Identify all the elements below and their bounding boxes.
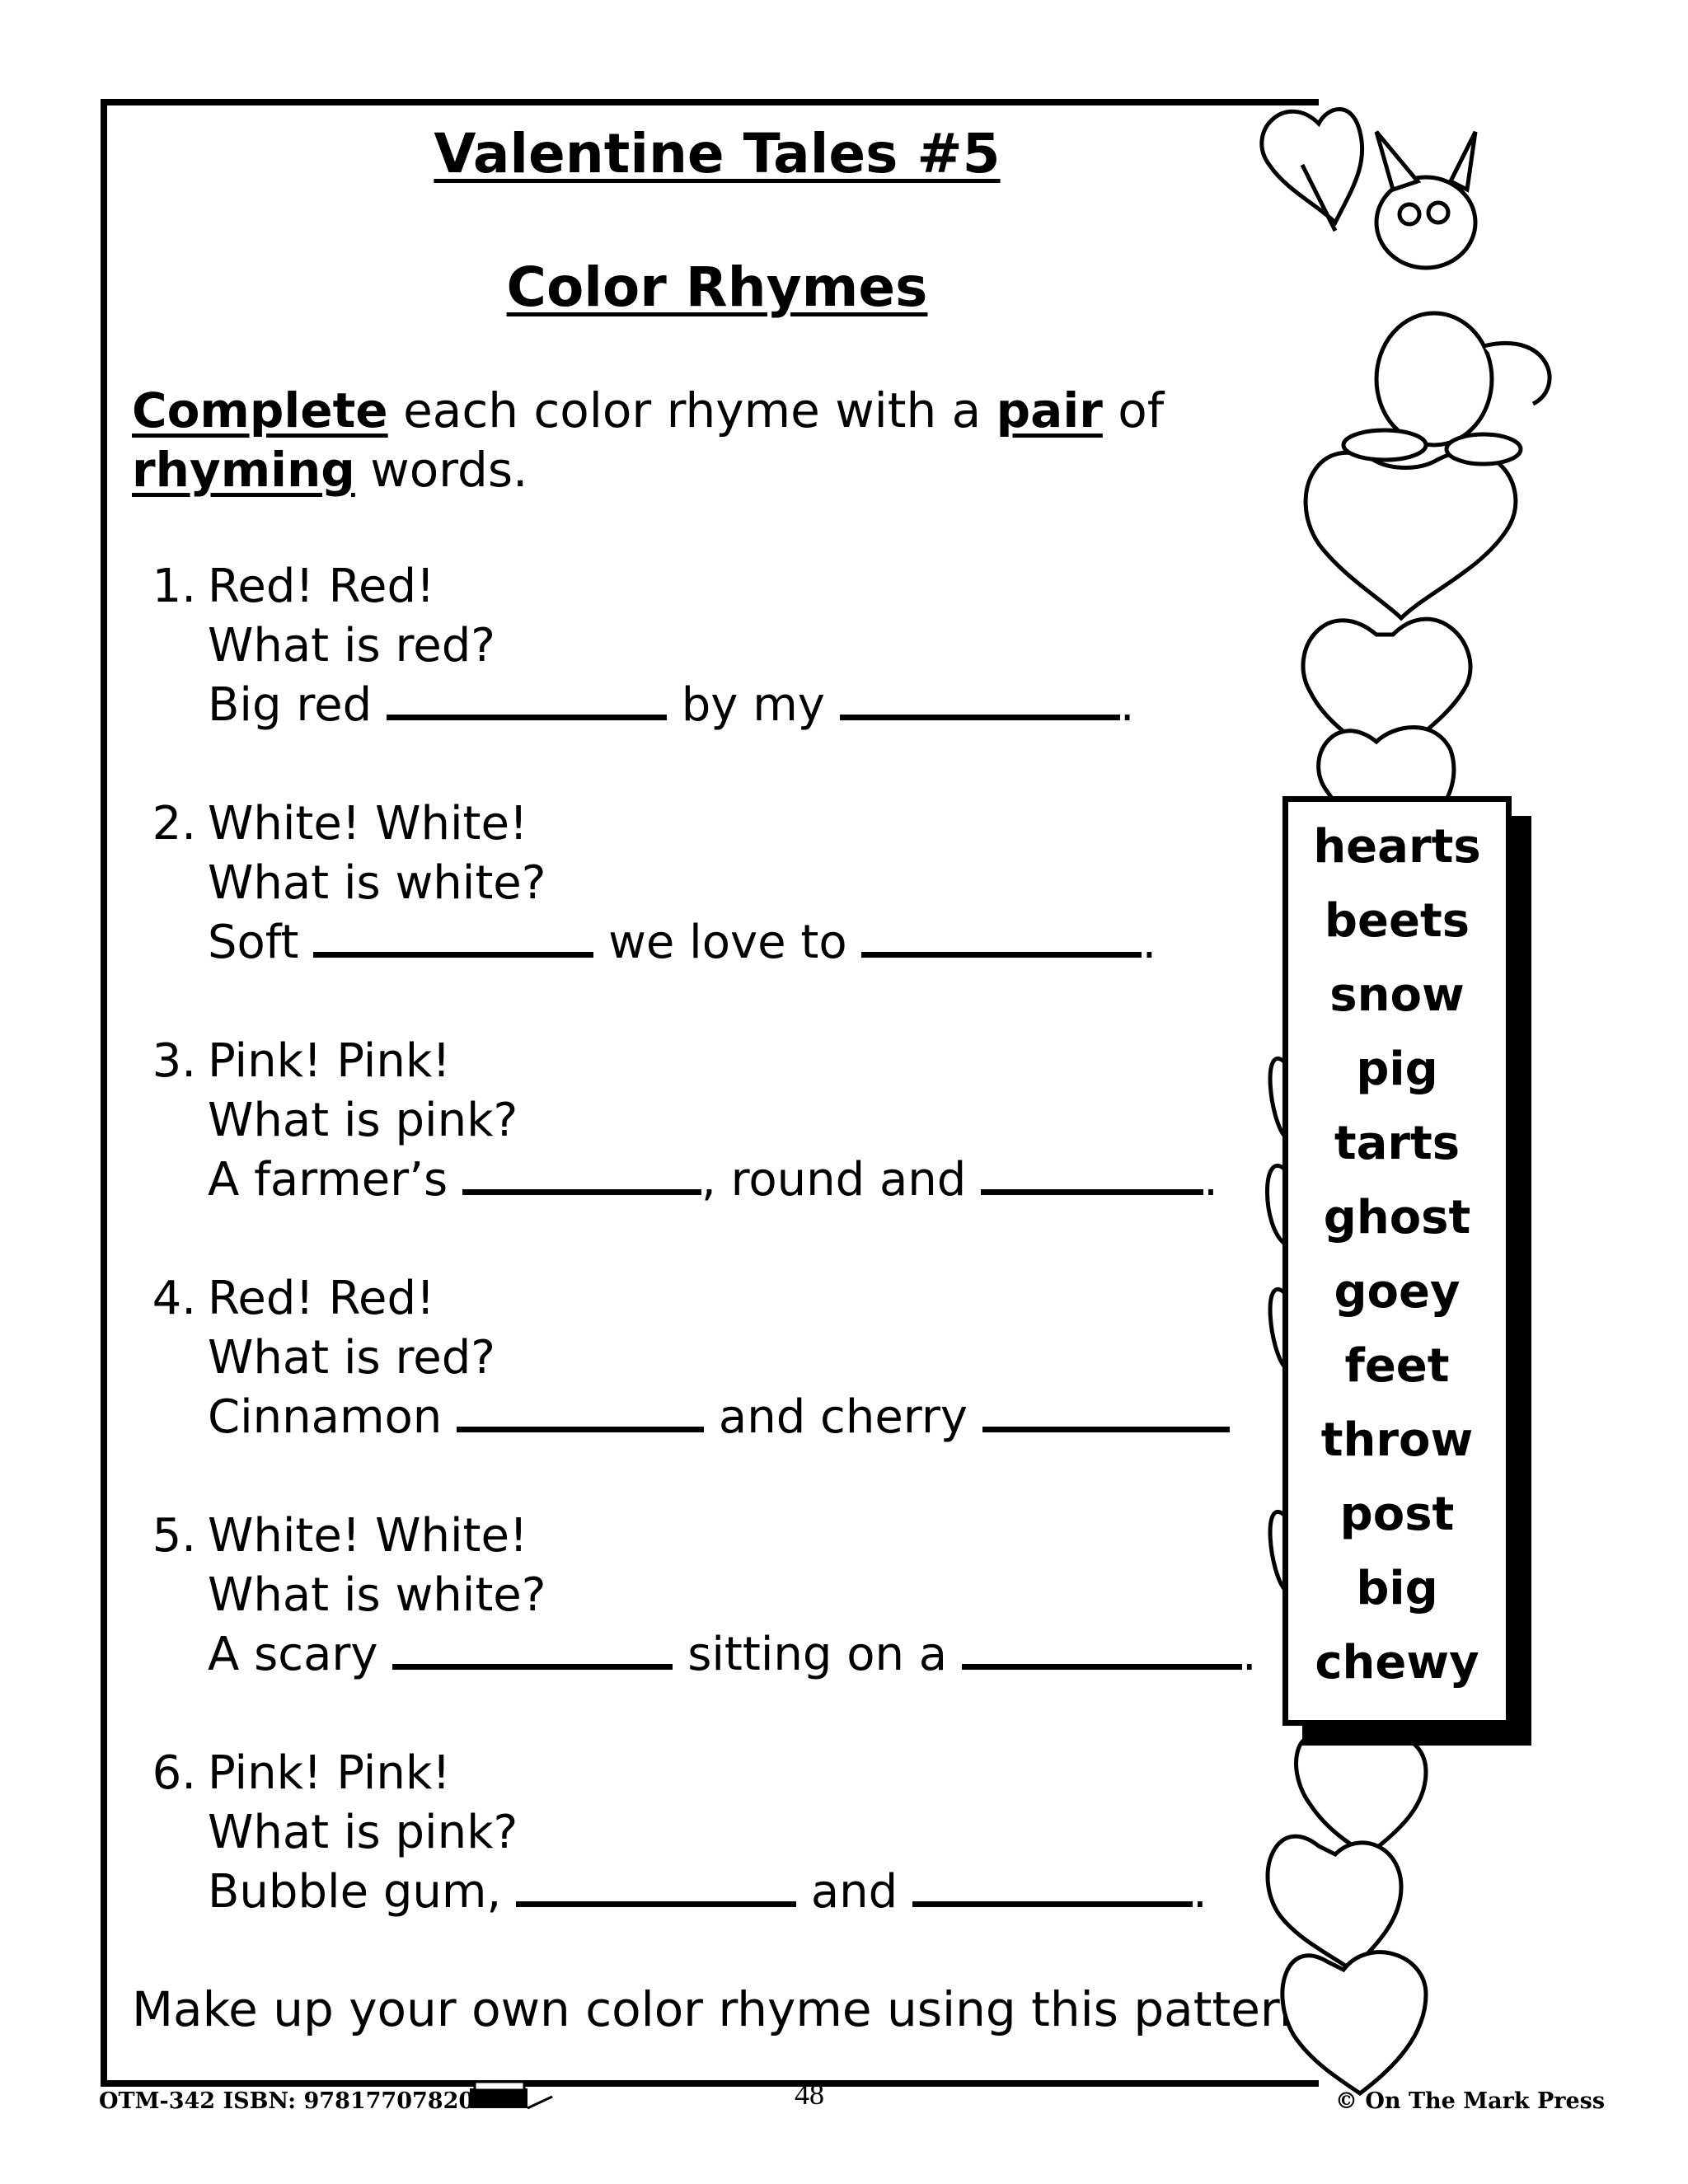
word-bank-item: ghost xyxy=(1323,1191,1471,1244)
keyword-complete: Complete xyxy=(132,382,388,438)
answer-blank[interactable] xyxy=(392,1628,673,1670)
instructions: Complete each color rhyme with a pair of… xyxy=(132,382,1165,498)
footer-isbn: OTM-342 ISBN: 9781770782075 xyxy=(99,2088,505,2114)
word-bank-item: post xyxy=(1339,1488,1455,1541)
word-bank-item: snow xyxy=(1329,968,1465,1022)
answer-blank[interactable] xyxy=(961,1628,1242,1670)
word-bank-item: goey xyxy=(1334,1265,1461,1319)
word-bank-item: big xyxy=(1356,1562,1438,1615)
word-bank-item: throw xyxy=(1320,1413,1474,1467)
answer-blank[interactable] xyxy=(516,1865,797,1907)
page-border xyxy=(101,99,1319,2087)
answer-blank[interactable] xyxy=(457,1390,705,1432)
answer-blank[interactable] xyxy=(861,916,1142,958)
book-icon xyxy=(470,2080,553,2110)
answer-blank[interactable] xyxy=(981,1153,1204,1195)
word-bank-item: tarts xyxy=(1334,1117,1461,1170)
keyword-rhyming: rhyming xyxy=(132,442,355,498)
heart-icon xyxy=(1259,107,1518,2097)
answer-blank[interactable] xyxy=(912,1865,1193,1907)
answer-blank[interactable] xyxy=(982,1390,1230,1432)
keyword-pair: pair xyxy=(996,382,1103,438)
answer-blank[interactable] xyxy=(839,678,1120,720)
word-bank: hearts beets snow pig tarts ghost goey f… xyxy=(1282,796,1512,1726)
page-title: Valentine Tales #5 xyxy=(434,122,1001,185)
word-bank-item: chewy xyxy=(1315,1636,1479,1690)
word-bank-item: pig xyxy=(1356,1043,1438,1096)
answer-blank[interactable] xyxy=(462,1153,701,1195)
footer-copyright: © On The Mark Press xyxy=(1335,2088,1606,2114)
page-subtitle: Color Rhymes xyxy=(506,255,928,319)
word-bank-item: feet xyxy=(1344,1339,1450,1393)
closing-instruction: Make up your own color rhyme using this … xyxy=(132,1981,1325,2037)
word-bank-item: beets xyxy=(1324,894,1470,948)
cat-icon xyxy=(1300,130,1552,466)
word-bank-item: hearts xyxy=(1313,820,1481,874)
answer-blank[interactable] xyxy=(386,678,667,720)
page-number: 48 xyxy=(795,2078,824,2111)
answer-blank[interactable] xyxy=(313,916,594,958)
